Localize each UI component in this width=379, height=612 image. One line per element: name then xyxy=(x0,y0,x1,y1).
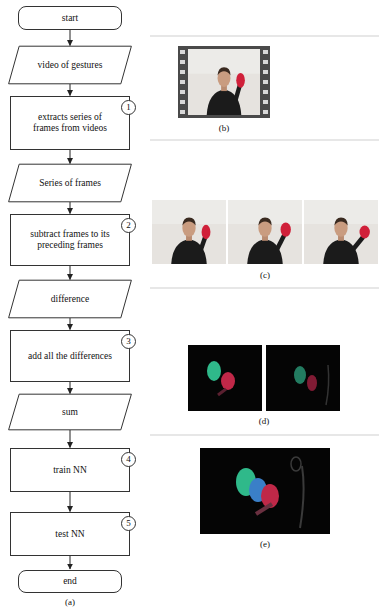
frames-image xyxy=(360,226,370,239)
video-image xyxy=(188,49,260,115)
difference-image xyxy=(326,365,329,405)
frames-image xyxy=(152,200,226,264)
parallelogram-shape xyxy=(9,280,132,318)
node-text: start xyxy=(62,13,78,24)
video-image xyxy=(263,60,268,64)
video-image xyxy=(180,50,268,114)
video-image xyxy=(180,50,185,54)
difference-image xyxy=(188,345,262,411)
process-box: add all the differences xyxy=(10,330,130,382)
process-box: test NN xyxy=(10,512,130,556)
callout-number: 3 xyxy=(121,334,136,349)
separator-lines xyxy=(150,435,379,436)
parallelogram-shape xyxy=(9,394,132,430)
sum-image xyxy=(256,504,272,514)
flow-arrow xyxy=(70,30,71,46)
flow-arrow xyxy=(70,492,71,512)
callout-number: 2 xyxy=(121,218,136,233)
node-text: train NN xyxy=(53,465,87,476)
frames-image xyxy=(228,200,302,264)
flow-arrow xyxy=(70,318,71,330)
video-image xyxy=(263,100,268,104)
frames-image xyxy=(304,200,378,264)
difference-image xyxy=(218,389,226,395)
terminal-box: start xyxy=(18,6,122,30)
video-image xyxy=(180,80,185,84)
data-parallelogram: difference xyxy=(8,280,132,318)
node-text: extracts series of frames from videos xyxy=(26,112,114,134)
process-box: subtract frames to its preceding frames xyxy=(10,214,130,266)
video-image xyxy=(178,46,270,118)
video-image xyxy=(236,85,240,100)
callout-number: 5 xyxy=(121,516,136,531)
frames-image xyxy=(152,200,378,264)
flow-arrow xyxy=(70,430,71,448)
node-text: Series of frames xyxy=(39,178,101,189)
difference-image xyxy=(307,375,317,391)
process-box: train NN xyxy=(10,448,130,492)
node-text: subtract frames to its preceding frames xyxy=(26,229,114,251)
difference-image xyxy=(294,366,306,384)
separator-lines xyxy=(150,288,379,289)
separator-lines xyxy=(150,36,379,37)
video-image xyxy=(263,70,268,74)
flow-arrow xyxy=(70,150,71,164)
node-text: difference xyxy=(51,294,89,305)
node-text: add all the differences xyxy=(28,351,112,362)
panel-caption: (b) xyxy=(218,123,231,133)
frames-image xyxy=(281,222,291,236)
flow-arrow xyxy=(70,266,71,280)
sum-image xyxy=(200,448,330,534)
video-image xyxy=(236,73,245,88)
node-text: sum xyxy=(62,407,78,418)
video-image xyxy=(263,90,268,94)
difference-image xyxy=(207,361,221,381)
sum-image xyxy=(291,457,301,471)
frames-image xyxy=(304,200,378,264)
difference-image xyxy=(221,372,235,390)
video-image xyxy=(180,110,185,114)
separator-lines xyxy=(150,140,379,141)
video-image xyxy=(180,70,185,74)
callout-number: 4 xyxy=(121,452,136,467)
difference-image xyxy=(266,345,340,411)
video-image xyxy=(263,80,268,84)
video-image xyxy=(178,46,270,118)
parallelogram-shape xyxy=(9,46,132,84)
difference-image xyxy=(188,345,340,411)
data-parallelogram: sum xyxy=(8,394,132,430)
frames-image xyxy=(277,235,284,249)
flow-arrow xyxy=(70,556,71,569)
video-image xyxy=(263,50,268,54)
parallelogram-shape xyxy=(9,164,132,202)
video-image xyxy=(180,60,185,64)
terminal-box: end xyxy=(18,570,122,593)
sum-image xyxy=(200,448,330,534)
node-text: video of gestures xyxy=(38,60,103,71)
frames-image xyxy=(202,225,211,239)
frames-image xyxy=(152,200,226,264)
data-parallelogram: Series of frames xyxy=(8,164,132,202)
callout-number: 1 xyxy=(121,100,136,115)
video-image xyxy=(188,49,260,115)
flow-arrow xyxy=(70,382,71,394)
separator-lines xyxy=(150,36,379,435)
flow-arrow xyxy=(70,202,71,214)
node-text: end xyxy=(63,576,77,587)
panel-caption: (c) xyxy=(259,270,271,280)
process-box: extracts series of frames from videos xyxy=(10,96,130,150)
video-image xyxy=(180,100,185,104)
video-image xyxy=(180,90,185,94)
frames-image xyxy=(228,200,302,264)
frames-image xyxy=(353,237,363,250)
video-image xyxy=(263,110,268,114)
flow-arrow xyxy=(70,84,71,96)
panel-caption: (d) xyxy=(258,416,271,426)
panel-caption: (e) xyxy=(259,539,271,549)
node-text: test NN xyxy=(55,529,84,540)
sum-image xyxy=(300,466,304,528)
panel-caption: (a) xyxy=(64,597,76,607)
data-parallelogram: video of gestures xyxy=(8,46,132,84)
